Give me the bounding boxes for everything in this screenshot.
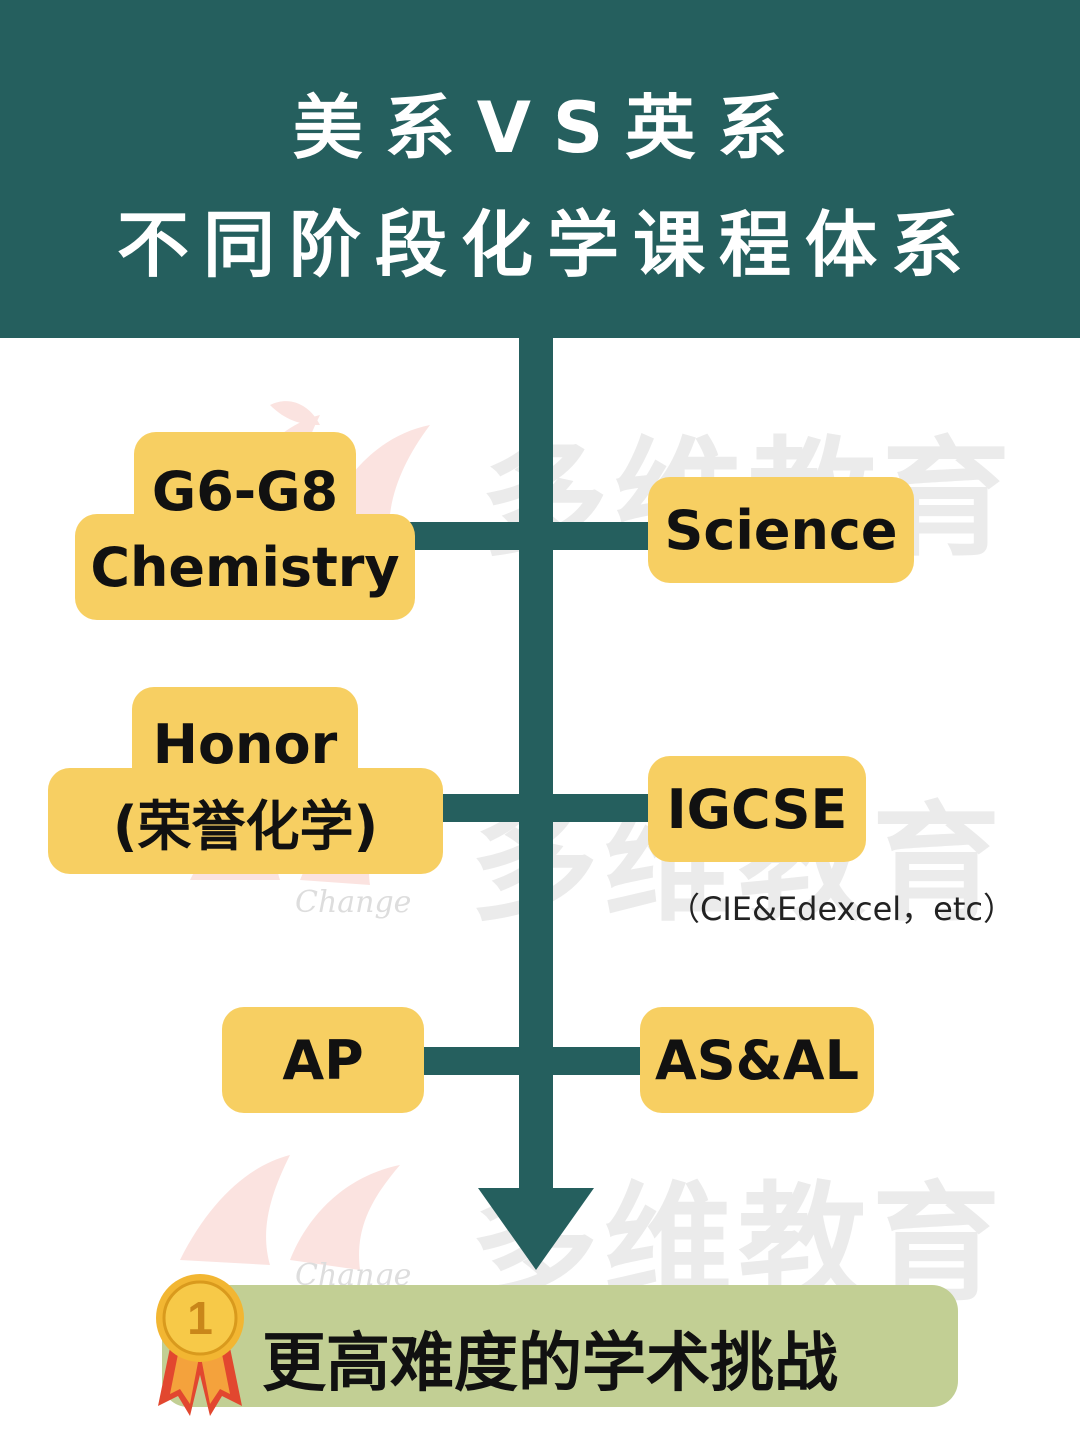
science-box: Science xyxy=(648,477,914,583)
as-al-label: AS&AL xyxy=(655,1028,859,1092)
footer-text: 更高难度的学术挑战 xyxy=(262,1327,838,1401)
branch-row-3 xyxy=(415,1047,650,1075)
chemistry-label: Chemistry xyxy=(90,535,400,599)
timeline-arrow-icon xyxy=(478,1188,594,1270)
science-label: Science xyxy=(664,498,898,562)
footer-bar xyxy=(162,1285,958,1407)
medal-icon: 1 xyxy=(156,1274,244,1416)
watermark-logo-icon xyxy=(180,1155,400,1270)
title-line-1: 美系VS英系 xyxy=(292,87,810,169)
header-banner: 美系VS英系 不同阶段化学课程体系 xyxy=(0,0,1080,338)
medal-number: 1 xyxy=(187,1292,213,1344)
honor-label: Honor xyxy=(152,713,338,776)
g6-g8-chemistry-box: Chemistry xyxy=(75,514,415,620)
branch-row-1 xyxy=(405,522,655,550)
title-line-2: 不同阶段化学课程体系 xyxy=(116,203,977,287)
as-al-box: AS&AL xyxy=(640,1007,874,1113)
igcse-box: IGCSE xyxy=(648,756,866,862)
honor-chinese-label: (荣誉化学) xyxy=(112,794,379,858)
igcse-note: （CIE&Edexcel，etc） xyxy=(668,890,1015,928)
watermark-sub: Change xyxy=(295,885,412,920)
g6-g8-label: G6-G8 xyxy=(151,460,339,523)
igcse-label: IGCSE xyxy=(666,777,848,841)
branch-row-2 xyxy=(435,794,655,822)
ap-label: AP xyxy=(282,1028,364,1092)
ap-box: AP xyxy=(222,1007,424,1113)
honor-chemistry-box: (荣誉化学) xyxy=(48,768,443,874)
